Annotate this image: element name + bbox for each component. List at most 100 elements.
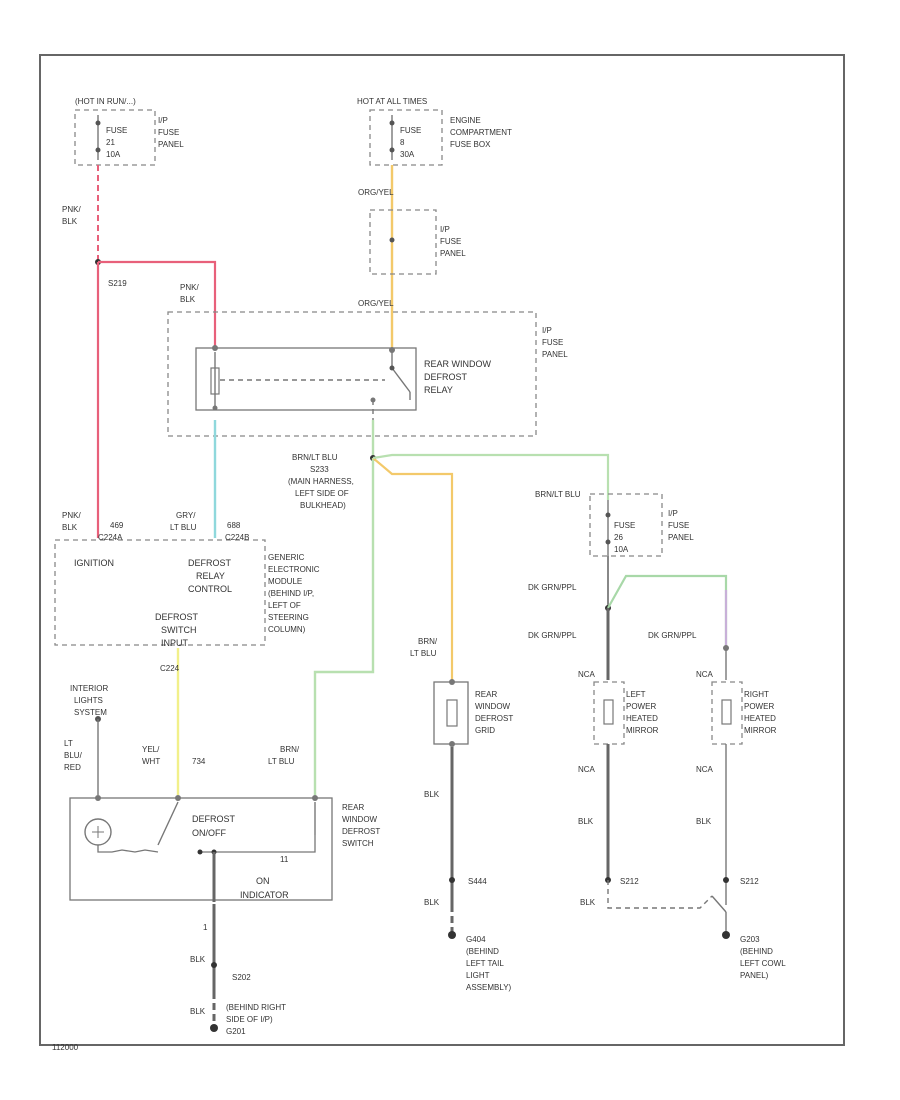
gem-label-line6: STEERING bbox=[268, 613, 309, 622]
relay-contact-pivot bbox=[389, 365, 395, 371]
fuse-8-number: 8 bbox=[400, 138, 405, 147]
ip-fuse-panel-mid-line2: FUSE bbox=[440, 237, 461, 246]
left-mirror-heater-icon bbox=[603, 699, 614, 725]
fuse-26-terminal-top bbox=[605, 512, 611, 518]
wire-brn-lt-blu-grid-label-a: BRN/ bbox=[418, 637, 438, 646]
grid-element-icon bbox=[446, 699, 458, 727]
fuse-26-number: 26 bbox=[614, 533, 623, 542]
switch-pin-lamp bbox=[95, 795, 101, 801]
gem-switch-input-line1: DEFROST bbox=[155, 612, 199, 622]
splice-s233-label: S233 bbox=[310, 465, 329, 474]
wire-org-yel-label-1: ORG/YEL bbox=[358, 188, 394, 197]
ground-g201-icon bbox=[210, 1024, 218, 1032]
wire-brn-lt-blu-switch-label-a: BRN/ bbox=[280, 745, 300, 754]
gem-label-line1: GENERIC bbox=[268, 553, 305, 562]
fuse-21-header: (HOT IN RUN/...) bbox=[75, 97, 136, 106]
wire-blk-grid-label-2: BLK bbox=[424, 898, 440, 907]
ground-g404-line4: LIGHT bbox=[466, 971, 490, 980]
switch-defrost-label: DEFROST bbox=[192, 814, 236, 824]
wire-dk-grn-ppl-label-1: DK GRN/PPL bbox=[528, 583, 577, 592]
splice-s444-dot bbox=[449, 877, 455, 883]
switch-on-off-label: ON/OFF bbox=[192, 828, 226, 838]
right-power-heated-mirror: NCA RIGHT POWER HEATED MIRROR NCA bbox=[696, 670, 777, 774]
switch-indicator-label: INDICATOR bbox=[240, 890, 289, 900]
rear-window-defrost-relay: REAR WINDOW DEFROST RELAY I/P FUSE PANEL bbox=[167, 311, 568, 437]
splice-s202-dot bbox=[211, 962, 217, 968]
gem-dashed-box bbox=[54, 539, 266, 646]
wire-org-yel-label-2: ORG/YEL bbox=[358, 299, 394, 308]
ip-fuse-panel-mid-box bbox=[369, 209, 437, 275]
wire-yel-wht-label-a: YEL/ bbox=[142, 745, 160, 754]
fuse-21-box: (HOT IN RUN/...) FUSE 21 10A I/P FUSE PA… bbox=[74, 97, 184, 166]
left-mirror-line1: LEFT bbox=[626, 690, 646, 699]
fuse-21-panel-line1: I/P bbox=[158, 116, 168, 125]
ground-g203-line1: G203 bbox=[740, 935, 760, 944]
wire-pnk-blk-to-relay bbox=[98, 260, 217, 350]
wire-pnk-blk-label-3a: PNK/ bbox=[62, 511, 81, 520]
splice-s212-right-label: S212 bbox=[740, 877, 759, 886]
relay-pin-top-right bbox=[389, 347, 395, 353]
gem-label-line5: LEFT OF bbox=[268, 601, 301, 610]
wire-blk-mirror-ground-label: BLK bbox=[580, 898, 596, 907]
wire-blk-left-mirror-label: BLK bbox=[578, 817, 594, 826]
fuse-26-box: BRN/LT BLU FUSE 26 10A I/P FUSE PANEL bbox=[535, 490, 694, 557]
fuse-8-panel-line3: FUSE BOX bbox=[450, 140, 491, 149]
switch-label-line1: REAR bbox=[342, 803, 364, 812]
fuse-26-panel-line1: I/P bbox=[668, 509, 678, 518]
switch-pin-1: 1 bbox=[203, 923, 208, 932]
right-mirror-line1: RIGHT bbox=[744, 690, 769, 699]
relay-panel-line3: PANEL bbox=[542, 350, 568, 359]
left-mirror-nca-top: NCA bbox=[578, 670, 596, 679]
rear-window-defrost-switch: DEFROST ON/OFF 11 ON INDICATOR REAR WIND… bbox=[69, 795, 380, 901]
circuit-469-label: 469 bbox=[110, 521, 124, 530]
interior-lights-line3: SYSTEM bbox=[74, 708, 107, 717]
indicator-lamp-filament bbox=[92, 826, 104, 838]
ip-fuse-panel-mid-terminal bbox=[389, 237, 395, 243]
relay-label-line3: RELAY bbox=[424, 385, 453, 395]
gem-defrost-relay-line2: RELAY bbox=[196, 571, 225, 581]
wire-dk-grn-ppl-label-3: DK GRN/PPL bbox=[648, 631, 697, 640]
right-mirror-heater-icon bbox=[721, 699, 732, 725]
grid-label-line3: DEFROST bbox=[475, 714, 513, 723]
relay-coil bbox=[210, 367, 220, 395]
fuse-26-panel-line3: PANEL bbox=[668, 533, 694, 542]
fuse-8-amperage: 30A bbox=[400, 150, 415, 159]
ground-g404-line2: (BEHIND bbox=[466, 947, 499, 956]
fuse-21-panel-line2: FUSE bbox=[158, 128, 179, 137]
wire-blk-ground-label-2: BLK bbox=[190, 1007, 206, 1016]
relay-pin-bottom-left bbox=[212, 405, 218, 411]
ground-g404-line3: LEFT TAIL bbox=[466, 959, 504, 968]
fuse-21-dashed-box bbox=[74, 109, 156, 166]
right-mirror-line2: POWER bbox=[744, 702, 774, 711]
switch-indicator-path bbox=[200, 835, 316, 853]
switch-node-a bbox=[197, 849, 203, 855]
splice-s233-location-3: BULKHEAD) bbox=[300, 501, 346, 510]
relay-panel-line1: I/P bbox=[542, 326, 552, 335]
generic-electronic-module: PNK/ BLK 469 GRY/ LT BLU 688 C224A C224B… bbox=[54, 511, 320, 648]
splice-s212-left-label: S212 bbox=[620, 877, 639, 886]
fuse-8-panel-line2: COMPARTMENT bbox=[450, 128, 512, 137]
wire-blk-mirror-ground-dashed bbox=[607, 880, 713, 909]
grid-label-line2: WINDOW bbox=[475, 702, 511, 711]
gem-connector-a: C224A bbox=[98, 533, 123, 542]
fuse-21-number: 21 bbox=[106, 138, 115, 147]
gem-label-line4: (BEHIND I/P, bbox=[268, 589, 314, 598]
gem-switch-input-line3: INPUT bbox=[161, 638, 189, 648]
fuse-8-dashed-box bbox=[369, 109, 443, 166]
wire-brn-lt-blu-to-mirror-fuse bbox=[372, 453, 610, 500]
switch-body bbox=[69, 797, 333, 901]
fuse-8-box: HOT AT ALL TIMES FUSE 8 30A ENGINE COMPA… bbox=[357, 97, 512, 166]
wire-blk-right-mirror-label: BLK bbox=[696, 817, 712, 826]
wire-lt-blu-red-label-b: BLU/ bbox=[64, 751, 83, 760]
right-mirror-line4: MIRROR bbox=[744, 726, 777, 735]
left-power-heated-mirror: NCA LEFT POWER HEATED MIRROR NCA bbox=[578, 670, 659, 774]
wire-lt-blu-red-label-c: RED bbox=[64, 763, 81, 772]
gem-defrost-relay-line3: CONTROL bbox=[188, 584, 232, 594]
switch-pin-11: 11 bbox=[280, 855, 289, 864]
wire-brn-lt-blu-to-grid bbox=[372, 457, 454, 680]
relay-pin-top-left bbox=[212, 345, 218, 351]
splice-s202-label: S202 bbox=[232, 973, 251, 982]
ground-g201-line2: SIDE OF I/P) bbox=[226, 1015, 273, 1024]
switch-label-line2: WINDOW bbox=[342, 815, 378, 824]
